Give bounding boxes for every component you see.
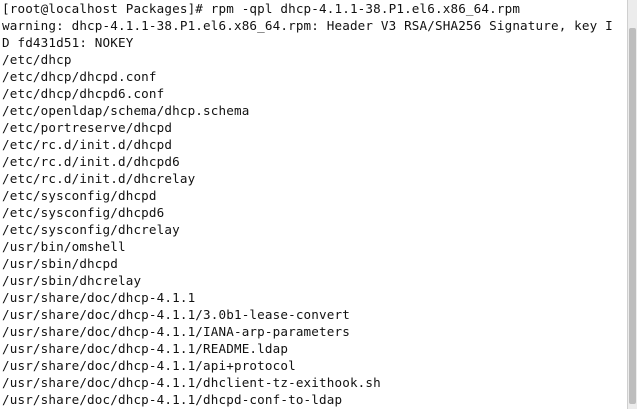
scrollbar-thumb[interactable]	[629, 28, 636, 404]
terminal-line: /etc/rc.d/init.d/dhcpd6	[2, 154, 180, 169]
terminal-line-command: [root@localhost Packages]# rpm -qpl dhcp…	[2, 1, 521, 16]
terminal-line: /etc/rc.d/init.d/dhcrelay	[2, 171, 196, 186]
terminal-line: /usr/share/doc/dhcp-4.1.1/3.0b1-lease-co…	[2, 307, 350, 322]
terminal-line: /etc/dhcp/dhcpd.conf	[2, 69, 157, 84]
terminal-line: /etc/sysconfig/dhcrelay	[2, 222, 180, 237]
terminal-line: /etc/rc.d/init.d/dhcpd	[2, 137, 173, 152]
terminal-line: /etc/sysconfig/dhcpd6	[2, 205, 165, 220]
terminal-line: /etc/sysconfig/dhcpd	[2, 188, 157, 203]
terminal-line: /usr/bin/omshell	[2, 239, 126, 254]
terminal-line: /etc/dhcp/dhcpd6.conf	[2, 86, 165, 101]
terminal-line: /etc/portreserve/dhcpd	[2, 120, 173, 135]
terminal-line: /usr/sbin/dhcrelay	[2, 273, 142, 288]
terminal-line: /usr/share/doc/dhcp-4.1.1	[2, 290, 196, 305]
terminal-line: /usr/share/doc/dhcp-4.1.1/IANA-arp-param…	[2, 324, 350, 339]
terminal-line-warning: warning: dhcp-4.1.1-38.P1.el6.x86_64.rpm…	[2, 18, 613, 33]
terminal-line: /usr/share/doc/dhcp-4.1.1/dhclient-tz-ex…	[2, 375, 381, 390]
terminal-line: /etc/dhcp	[2, 52, 72, 67]
terminal-line-warning-cont: D fd431d51: NOKEY	[2, 35, 134, 50]
terminal-line: /usr/share/doc/dhcp-4.1.1/api+protocol	[2, 358, 296, 373]
terminal-line: /usr/sbin/dhcpd	[2, 256, 118, 271]
terminal-lines: [root@localhost Packages]# rpm -qpl dhcp…	[2, 0, 627, 408]
terminal-line: /etc/openldap/schema/dhcp.schema	[2, 103, 250, 118]
vertical-scrollbar[interactable]	[627, 0, 637, 409]
terminal-line: /usr/share/doc/dhcp-4.1.1/dhcpd-conf-to-…	[2, 392, 343, 407]
terminal-line: /usr/share/doc/dhcp-4.1.1/README.ldap	[2, 341, 289, 356]
